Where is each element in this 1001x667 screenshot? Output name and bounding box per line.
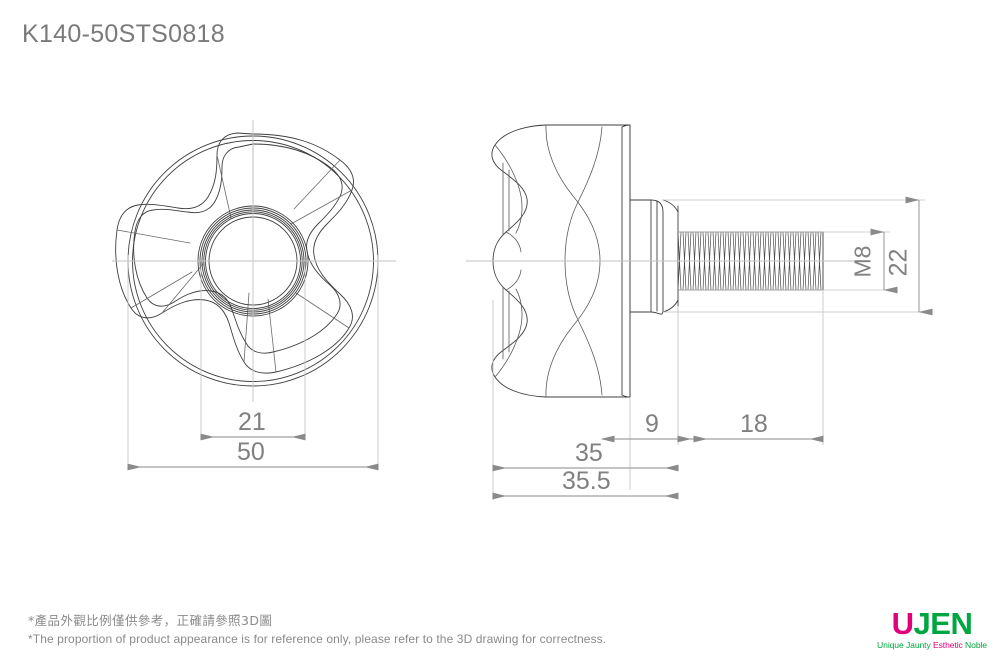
front-view-centerlines <box>112 120 396 402</box>
logo-wordmark: UJEN <box>877 608 987 639</box>
logo-tagline-part1: Unique Jaunty <box>877 640 933 651</box>
dim-label-35-5: 35.5 <box>562 467 611 495</box>
front-view-extension-lines <box>127 255 379 470</box>
dim-label-50: 50 <box>237 438 265 466</box>
footnote-english: *The proportion of product appearance is… <box>28 632 607 647</box>
side-collar <box>629 199 679 315</box>
front-view-dimension-lines <box>127 433 379 471</box>
logo-tagline-part3: Noble <box>965 640 987 651</box>
logo-tagline-part2: Esthetic <box>932 640 966 651</box>
dim-label-21: 21 <box>238 408 266 436</box>
logo-tagline: Unique Jaunty Esthetic Noble <box>877 641 987 650</box>
page-title: K140-50STS0818 <box>22 20 225 48</box>
footnote-chinese: *產品外觀比例僅供參考，正確請參照3D圖 <box>28 613 273 629</box>
logo-letter-u: U <box>891 606 914 642</box>
front-view <box>115 132 379 387</box>
front-lobe-inner-face <box>133 143 343 354</box>
dim-label-22: 22 <box>884 248 913 277</box>
brand-logo: UJEN Unique Jaunty Esthetic Noble <box>877 608 987 650</box>
dim-label-18: 18 <box>740 410 768 438</box>
dim-label-35: 35 <box>575 439 603 467</box>
side-view-dimension-lines <box>492 196 933 500</box>
footnotes: *產品外觀比例僅供參考，正確請參照3D圖 *The proportion of … <box>28 611 606 649</box>
dim-label-m8: M8 <box>849 245 876 278</box>
front-radial-lines <box>116 133 353 373</box>
dim-label-9: 9 <box>645 410 659 438</box>
front-lobe-outline <box>115 132 354 374</box>
logo-letters-jen: JEN <box>913 606 973 642</box>
